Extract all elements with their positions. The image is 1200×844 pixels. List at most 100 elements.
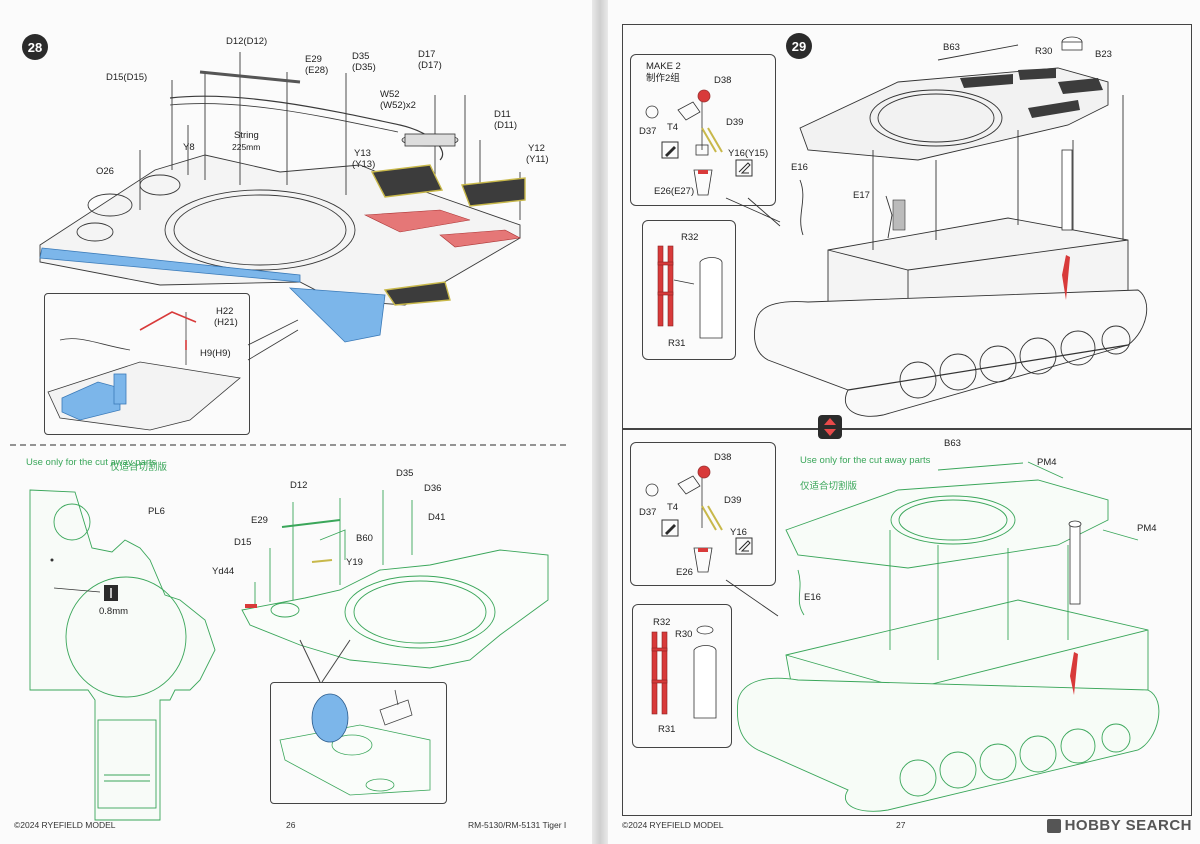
page-gutter	[592, 0, 608, 844]
cutaway-note-right-cn: 仅适合切割版	[800, 481, 858, 492]
part-label-w52b: (W52)x2	[380, 100, 416, 111]
make-callout-lower	[630, 442, 776, 586]
part-label-b60: B60	[356, 533, 373, 544]
cutaway-note: Use only for the cut away parts	[26, 457, 157, 468]
hobby-search-text: HOBBY SEARCH	[1064, 817, 1192, 834]
cement-icon	[735, 537, 753, 555]
part-label-e16: E16	[791, 162, 808, 173]
part-label-y19: Y19	[346, 557, 363, 568]
tank-hull-drawing-upper	[754, 36, 1148, 417]
make-label-cn: 制作2组	[646, 73, 680, 84]
periscope-callout	[642, 220, 736, 360]
periscope-drawing	[657, 245, 723, 339]
part-label-b63: B63	[943, 42, 960, 53]
part-label-d11b: (D11)	[494, 120, 518, 131]
page-number-right: 27	[896, 820, 906, 830]
step-badge: 29	[786, 33, 812, 59]
drill-size-label: 0.8mm	[99, 606, 129, 617]
page-number-left: 26	[286, 820, 296, 830]
part-label-e28: (E28)	[305, 65, 329, 76]
part-label-t4: T4	[667, 122, 679, 133]
glue-icon	[661, 141, 679, 159]
part-label-pm4-b: PM4	[1137, 523, 1157, 534]
part-label-d15-lower: D15	[234, 537, 252, 548]
part-label-h22b: (H21)	[214, 317, 238, 328]
part-label-y13: Y13	[354, 148, 371, 159]
cutaway-note-right: Use only for the cut away parts	[800, 455, 931, 466]
part-label-r31: R31	[668, 338, 686, 349]
part-label-r30-lower: R30	[675, 629, 693, 640]
part-label-r31-lower: R31	[658, 724, 676, 735]
instruction-page-right: 29 MAKE 2 制作2组 D38 D37 T4 D39 Y16(Y	[608, 0, 1200, 844]
cutaway-drawing-left	[29, 489, 549, 821]
part-label-o26: O26	[96, 166, 114, 177]
hull-deck-drawing	[39, 52, 526, 343]
part-label-y16: Y16(Y15)	[728, 148, 769, 159]
part-label-d35: D35	[352, 51, 370, 62]
part-label-d35b: (D35)	[352, 62, 376, 73]
part-label-b63-lower: B63	[944, 438, 961, 449]
part-label-pl6: PL6	[148, 506, 165, 517]
part-label-y8: Y8	[183, 142, 195, 153]
detail-inset-h22	[44, 293, 250, 435]
detail-inset-drawing	[47, 311, 299, 431]
make-callout-lower-drawing	[645, 465, 779, 617]
part-label-y13b: (Y13)	[352, 159, 376, 170]
product-code: RM-5130/RM-5131 Tiger I	[468, 820, 567, 830]
string-length: 225mm	[232, 142, 261, 152]
part-label-d37-lower: D37	[639, 507, 657, 518]
part-label-yd44: Yd44	[212, 566, 235, 577]
make-2-drawing	[645, 89, 781, 227]
part-label-e29-lower: E29	[251, 515, 268, 526]
part-label-d37: D37	[639, 126, 657, 137]
part-label-r32: R32	[681, 232, 699, 243]
step-29-frame-upper	[622, 24, 1192, 430]
part-label-r30: R30	[1035, 46, 1053, 57]
cement-icon	[735, 159, 753, 177]
part-label-d12-lower: D12	[290, 480, 308, 491]
part-label-e16-lower: E16	[804, 592, 821, 603]
copyright-left: ©2024 RYEFIELD MODEL	[14, 820, 116, 830]
copyright-right: ©2024 RYEFIELD MODEL	[622, 820, 724, 830]
part-label-e26: E26(E27)	[654, 186, 695, 197]
drill-icon	[104, 585, 118, 601]
part-label-w52: W52	[380, 89, 400, 100]
step-badge: 28	[22, 34, 48, 60]
section-divider	[10, 444, 566, 446]
tank-cutaway-drawing	[737, 461, 1160, 812]
part-label-d36: D36	[424, 483, 442, 494]
part-label-d17: D17	[418, 49, 436, 60]
part-label-d17b: (D17)	[418, 60, 442, 71]
make-2-callout	[630, 54, 776, 206]
instruction-page-left: 28	[0, 0, 592, 844]
part-label-r32-lower: R32	[653, 617, 671, 628]
string-label: String	[234, 130, 259, 141]
detail-inset-hatch-drawing	[279, 689, 431, 796]
detail-inset-hatch	[270, 682, 447, 804]
part-label-d38-lower: D38	[714, 452, 732, 463]
part-label-e17: E17	[853, 190, 870, 201]
part-label-d35-lower: D35	[396, 468, 414, 479]
part-label-d12: D12(D12)	[226, 36, 268, 47]
part-label-e26-lower: E26	[676, 567, 693, 578]
swap-arrows-icon	[818, 415, 842, 439]
part-label-h22: H22	[216, 306, 234, 317]
make-label: MAKE 2	[646, 61, 681, 72]
part-label-d15: D15(D15)	[106, 72, 148, 83]
part-label-d39: D39	[726, 117, 744, 128]
part-label-y12: Y12	[528, 143, 545, 154]
step-29-frame-lower	[622, 428, 1192, 816]
part-label-e29: E29	[305, 54, 322, 65]
part-label-t4-lower: T4	[667, 502, 679, 513]
hobby-search-logo-icon	[1046, 818, 1061, 833]
hobby-search-watermark: HOBBY SEARCH	[1046, 817, 1192, 834]
part-label-b23: B23	[1095, 49, 1112, 60]
glue-icon	[661, 519, 679, 537]
part-label-d39-lower: D39	[724, 495, 742, 506]
cutaway-note-cn: 仅适合切割版	[110, 462, 168, 473]
periscope-drawing-lower	[651, 625, 717, 719]
part-label-d38: D38	[714, 75, 732, 86]
part-label-pm4-a: PM4	[1037, 457, 1057, 468]
part-label-y16-lower: Y16	[730, 527, 747, 538]
part-label-y12b: (Y11)	[526, 154, 549, 165]
